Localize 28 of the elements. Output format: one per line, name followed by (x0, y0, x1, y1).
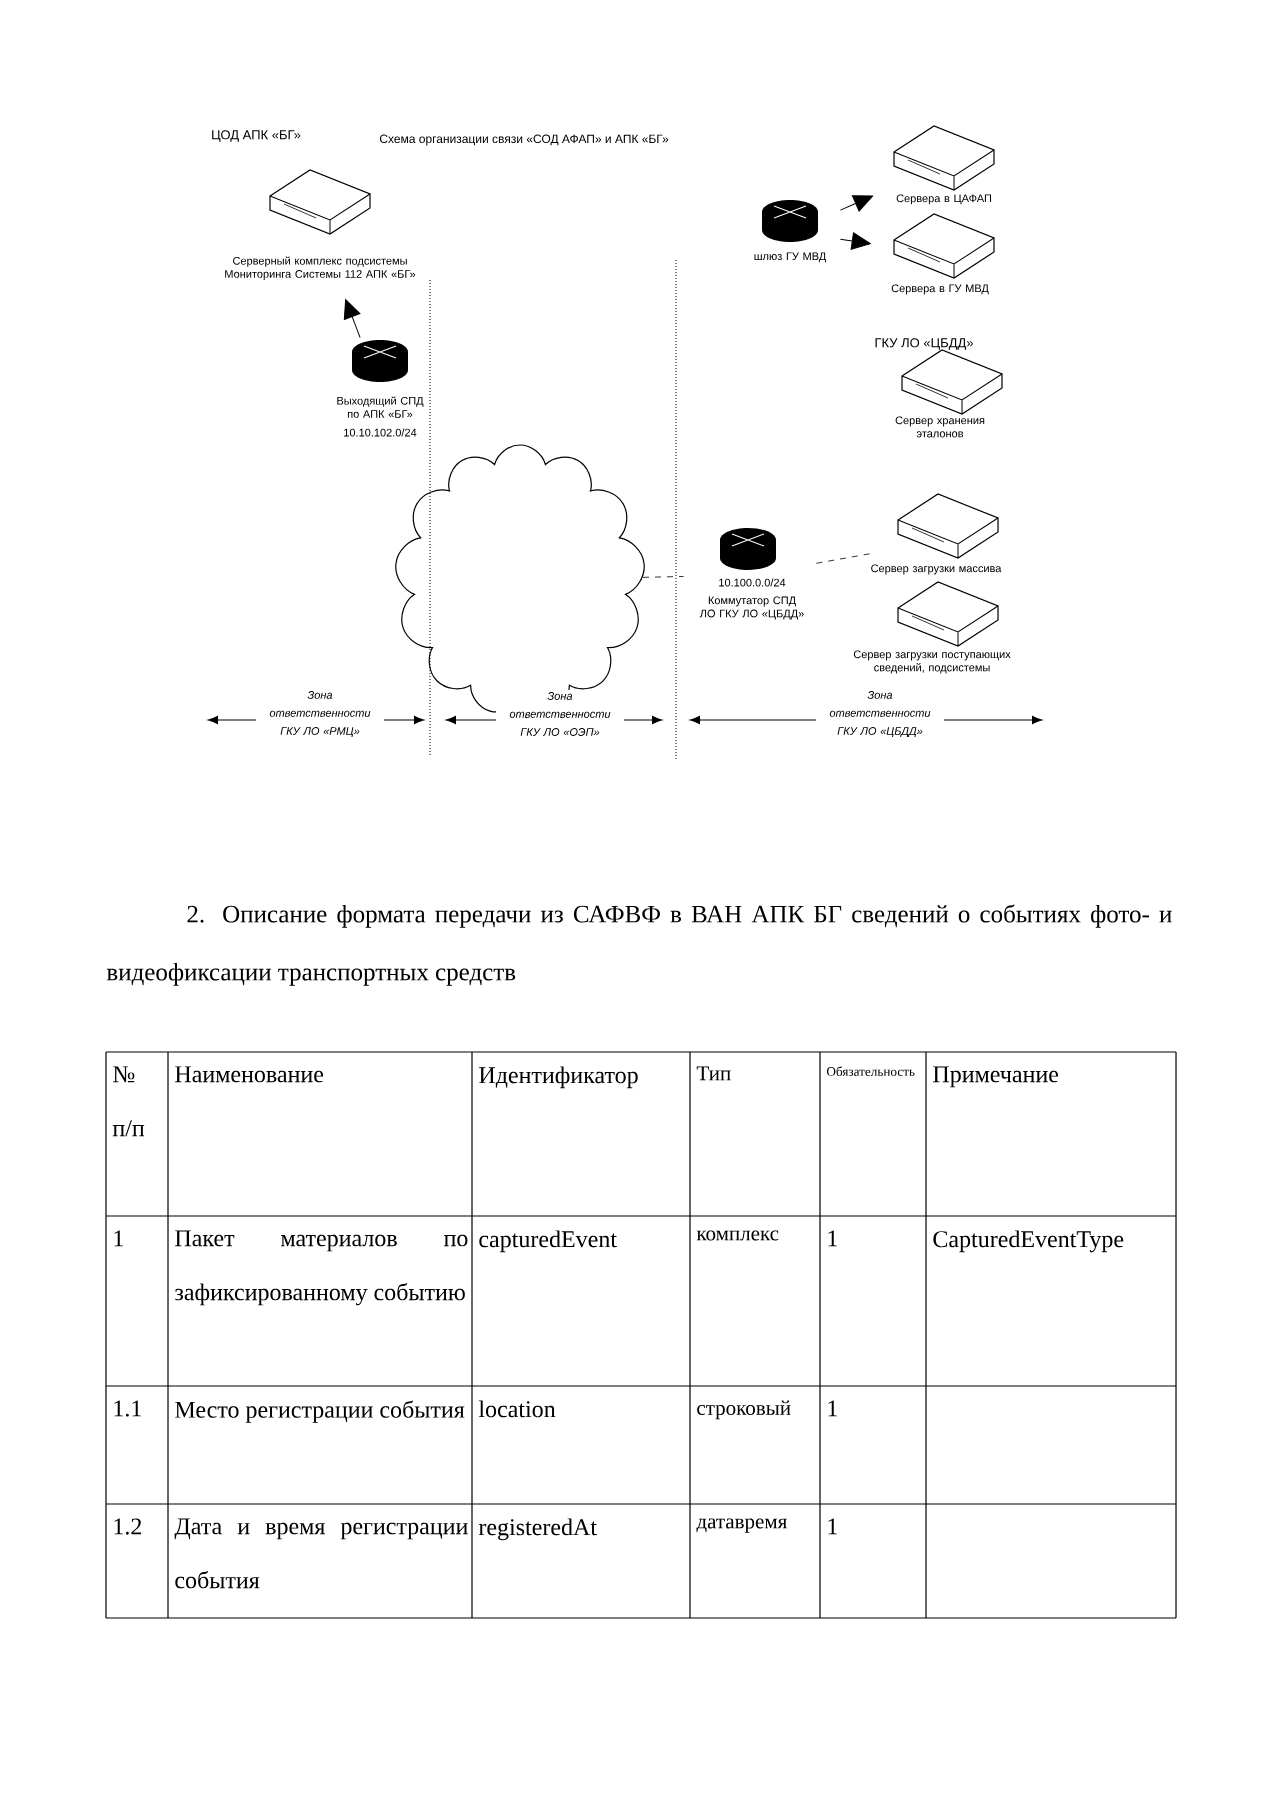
connector (343, 299, 361, 339)
connector (839, 232, 871, 250)
cell-text: Место регистрации события (175, 1400, 465, 1423)
cell-text: 1 (828, 1518, 837, 1535)
cell-text: 1.1 (114, 1400, 141, 1417)
header-text: Идентификатор (479, 1066, 638, 1089)
connector (642, 576, 684, 578)
cell-text: CapturedEventType (933, 1230, 1124, 1253)
cloud (395, 444, 645, 713)
header-text: № п/п (112, 1066, 145, 1137)
cell-text: строковый (697, 1400, 791, 1420)
cell-text: Дата и время регистрации события (174, 1518, 468, 1589)
cell-text: комплекс (696, 1230, 779, 1241)
cell-text: датавремя (696, 1518, 787, 1533)
header-text: Тип (696, 1066, 731, 1081)
cell-text: 1 (114, 1230, 123, 1247)
cell-text: location (478, 1400, 556, 1418)
cell-text: capturedEvent (479, 1230, 617, 1253)
cell-text: 1 (828, 1230, 837, 1247)
cell-text: registeredAt (478, 1518, 597, 1541)
cell-text: 1.2 (114, 1518, 142, 1535)
cell-text: Пакет материалов по зафиксированному событию (175, 1230, 468, 1306)
cell-text: 1 (828, 1400, 837, 1417)
paragraph: 2. Описание формата передачи из САФВФ в ВАН АПК БГ сведений о событиях фото- и видеофиксации транспортных средств (106, 904, 1172, 986)
header-text: Примечание (933, 1066, 1059, 1088)
connector (839, 195, 873, 212)
header-text: Наименование (175, 1066, 324, 1083)
connector (816, 553, 872, 564)
